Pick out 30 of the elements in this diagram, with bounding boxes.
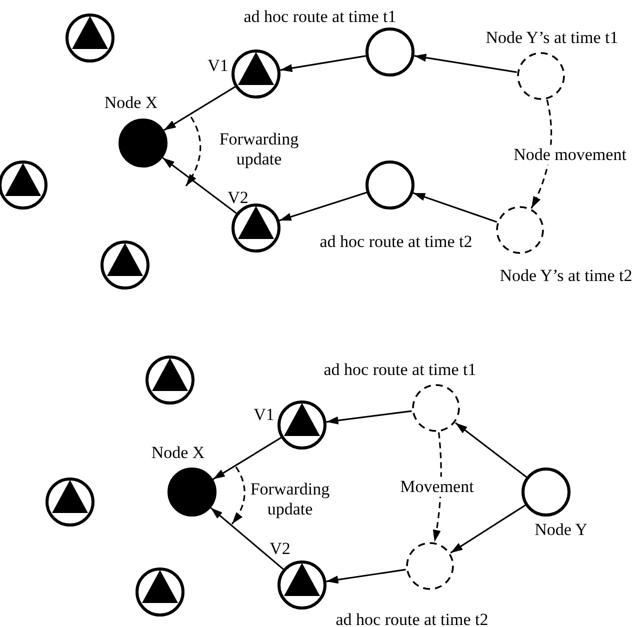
node-label: V1 [208,56,228,76]
route-label: ad hoc route at time t2 [320,232,472,252]
node-label: V2 [228,188,248,208]
edge-label: Movement [398,476,476,498]
arrow [412,192,498,223]
arrow [326,410,412,424]
arrow [279,192,367,222]
route-label: ad hoc route at time t1 [244,6,396,28]
arrow [212,437,282,480]
arrow [450,504,526,554]
node-label: Node Y [534,520,588,540]
node-label: Node Y’s at time t2 [500,266,632,286]
arrow [414,54,517,73]
arrow [210,507,284,570]
arrow [326,568,406,584]
arrow [280,55,366,72]
node-label: Node X [104,92,158,114]
arrow [164,86,236,131]
annotation-label: Forwarding update [218,130,300,170]
arrow [162,157,237,214]
node-label: Node Y’s at time t1 [486,28,618,48]
node-label: V2 [270,538,290,560]
route-label: ad hoc route at time t2 [336,610,488,627]
edge-label: Node movement [512,144,628,166]
route-label: ad hoc route at time t1 [324,360,476,380]
arrow [530,100,552,209]
arrow [454,422,528,478]
node-label: Node X [151,442,205,464]
node-label: V1 [254,404,274,426]
annotation-label: Forwarding update [249,480,331,520]
